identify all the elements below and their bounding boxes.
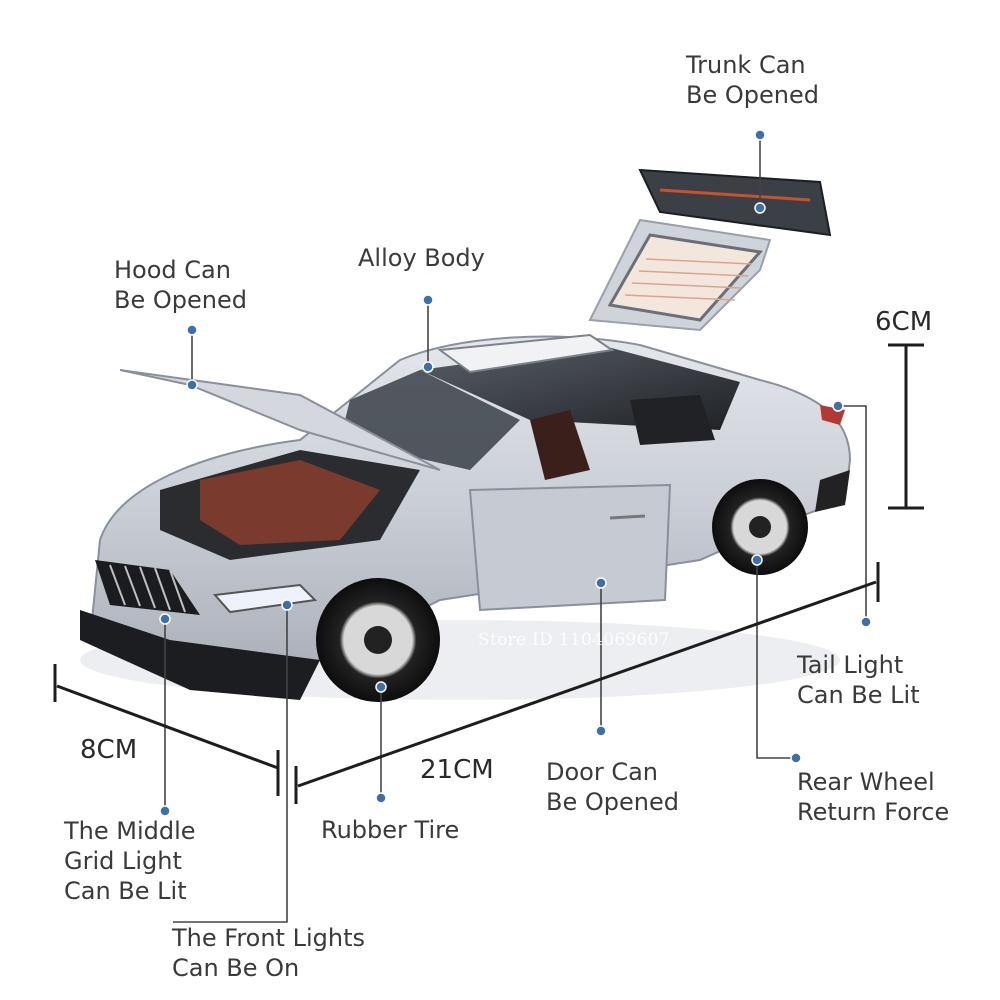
callout-hood-dot: [186, 379, 198, 391]
label-front-lights: The Front Lights Can Be On: [172, 924, 365, 982]
label-door: Door Can Be Opened: [546, 758, 679, 816]
label-hood: Hood Can Be Opened: [114, 256, 247, 314]
callout-trunk-dot: [754, 202, 766, 214]
callout-door-dot: [595, 725, 607, 737]
store-watermark: Store ID 1104069607: [478, 630, 670, 650]
callout-grid-dot: [159, 805, 171, 817]
label-grid-light: The Middle Grid Light Can Be Lit: [64, 817, 196, 905]
dim-length: 21CM: [420, 755, 494, 785]
callout-grid-dot: [159, 613, 171, 625]
front-wheel: [316, 578, 440, 702]
callout-door-dot: [595, 577, 607, 589]
label-rear-wheel: Rear Wheel Return Force: [797, 768, 950, 826]
callout-front-dot: [281, 599, 293, 611]
callout-hood-dot: [186, 324, 198, 336]
callout-trunk-dot: [754, 129, 766, 141]
callout-rear-line: [756, 560, 796, 759]
callout-rubber-dot: [375, 681, 387, 693]
dim-width: 8CM: [80, 735, 138, 765]
label-tail-light: Tail Light Can Be Lit: [797, 651, 920, 709]
callout-rear-dot: [751, 554, 763, 566]
car-body: [80, 333, 852, 700]
callout-tail-dot: [832, 400, 844, 412]
callout-rubber-dot: [375, 792, 387, 804]
callout-rear-dot: [790, 752, 802, 764]
label-rubber-tire: Rubber Tire: [321, 816, 460, 844]
rear-wheel: [712, 479, 808, 575]
callout-front-line: [173, 605, 288, 923]
dimension-lines: [53, 343, 924, 804]
label-alloy-body: Alloy Body: [358, 244, 485, 272]
callout-tail-end-dot: [860, 616, 872, 628]
trunk-lid: [588, 168, 832, 332]
callout-alloy-dot: [422, 361, 434, 373]
label-trunk: Trunk Can Be Opened: [686, 51, 819, 109]
callout-tail-line: [838, 405, 867, 622]
dim-height: 6CM: [875, 307, 933, 337]
callout-alloy-dot: [422, 294, 434, 306]
